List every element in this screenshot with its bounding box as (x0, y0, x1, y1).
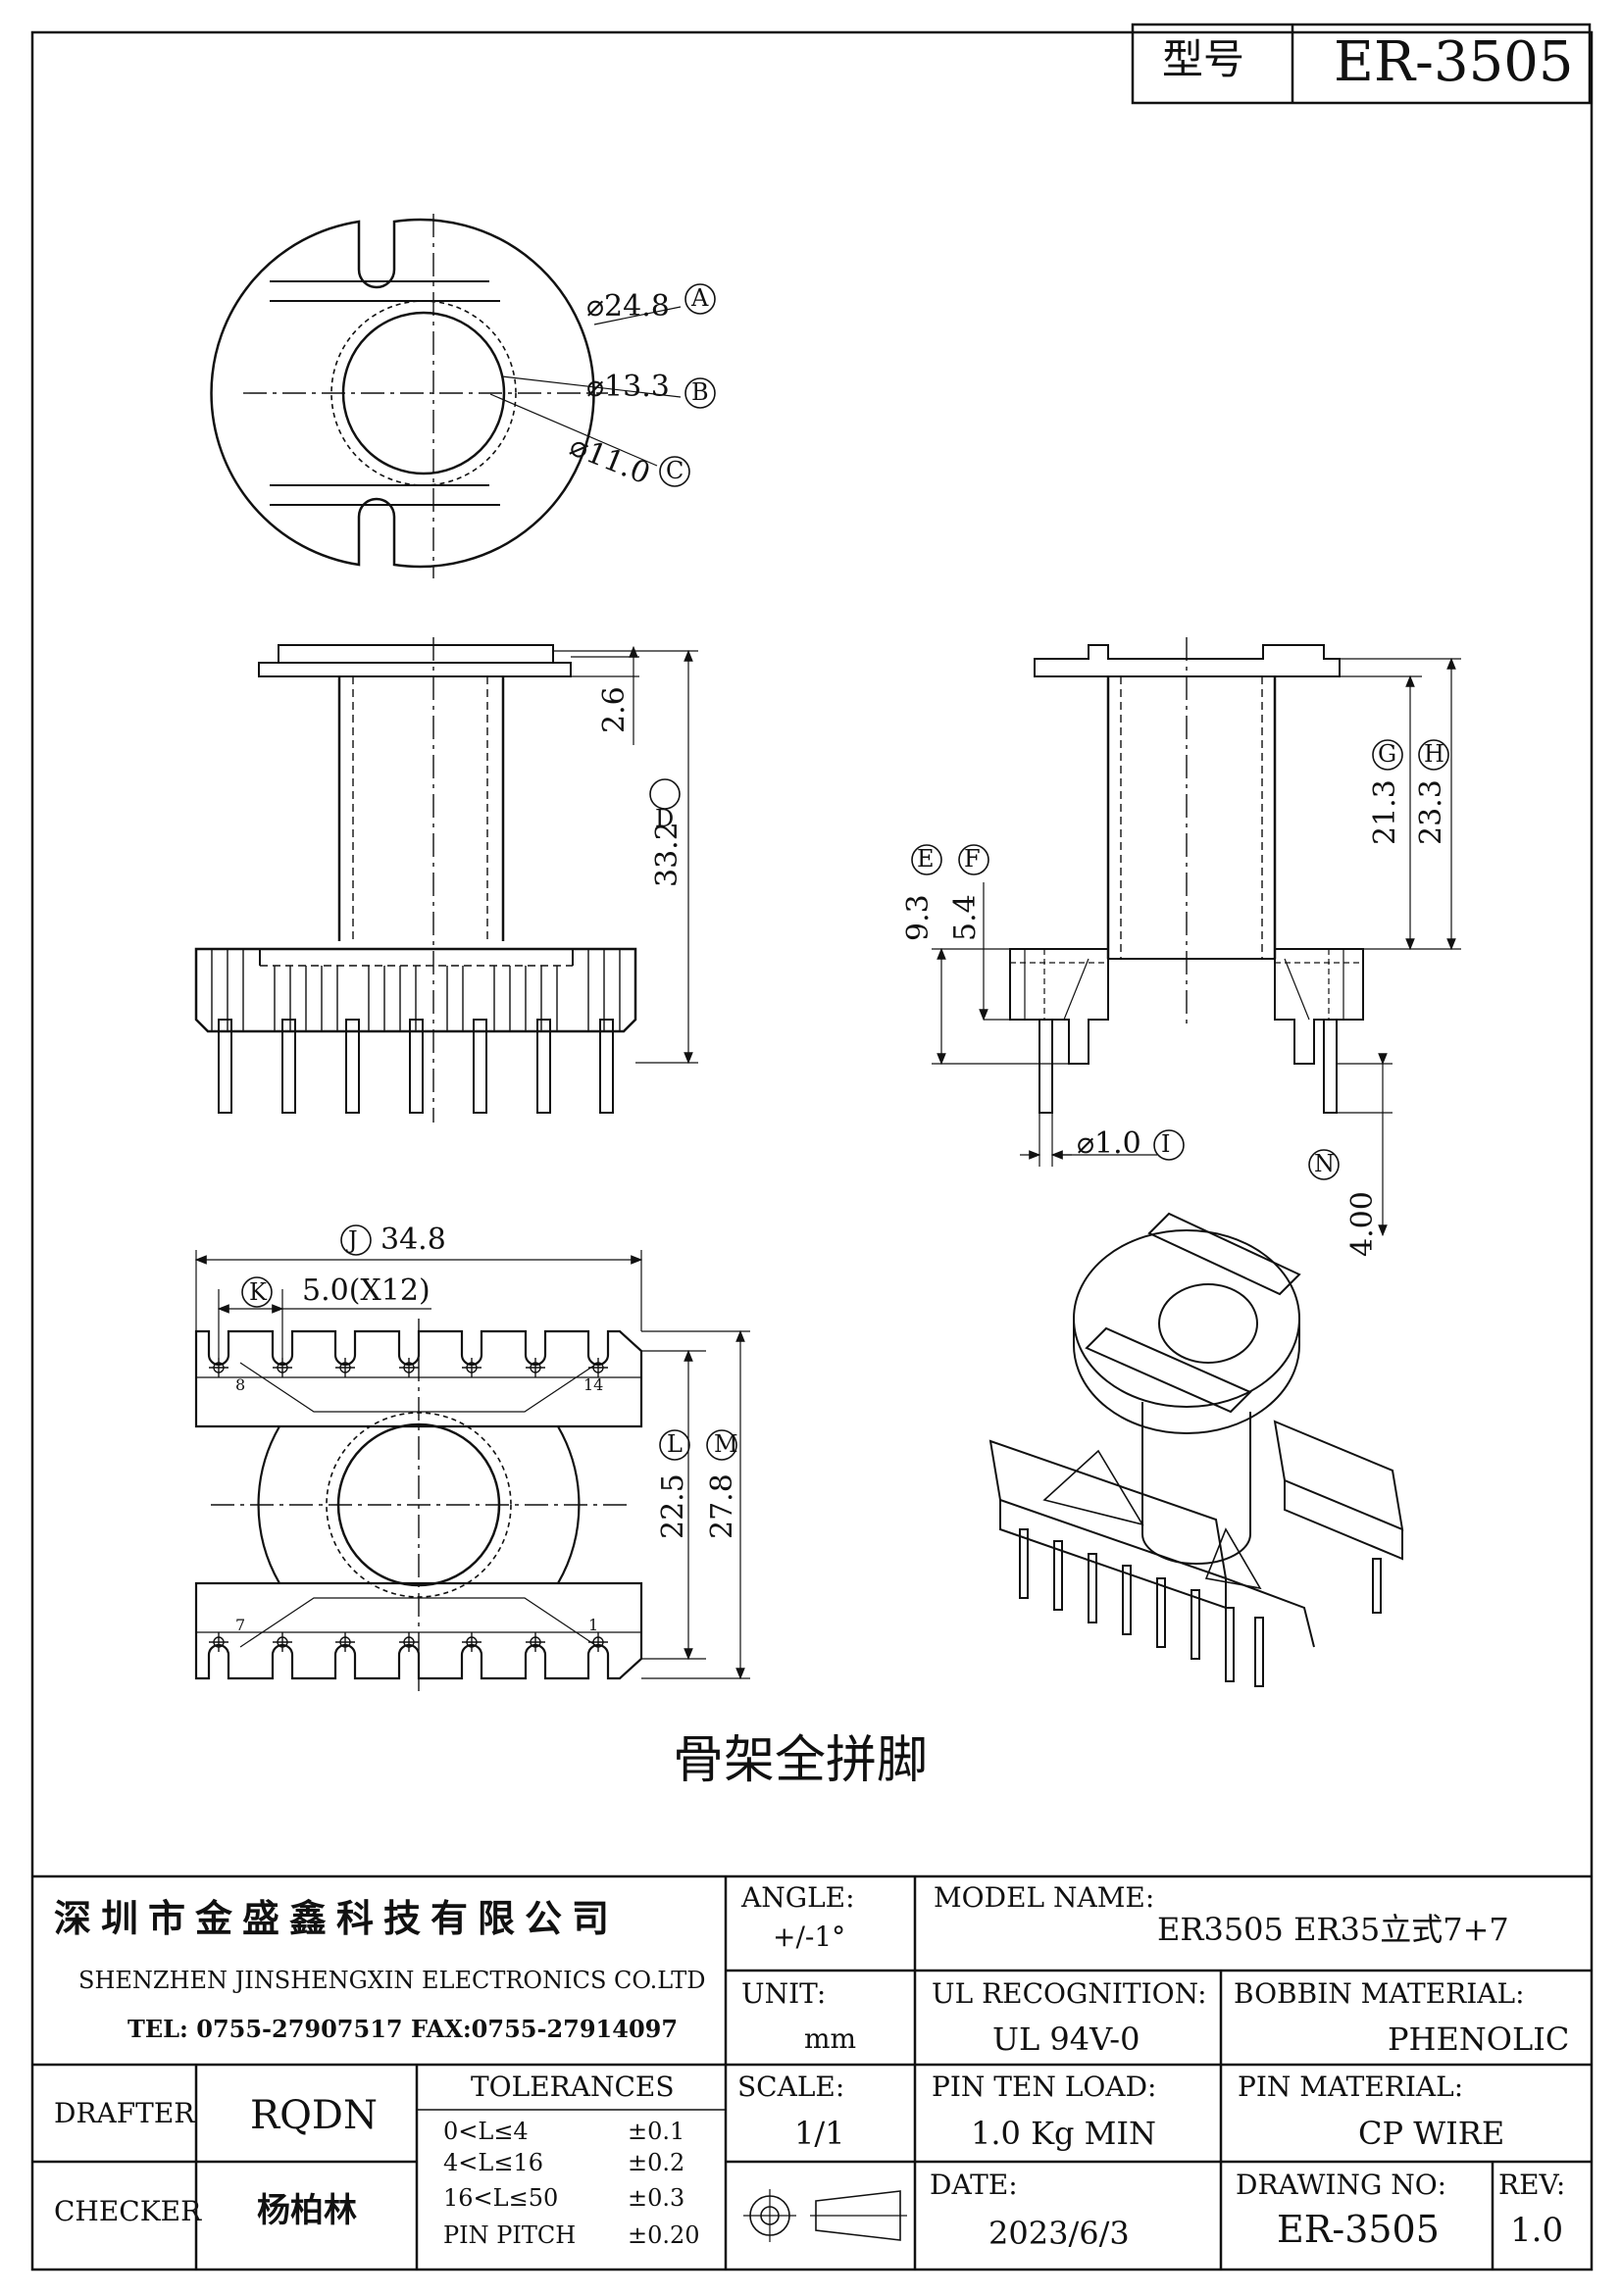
dim-value-22-5: 22.5 (656, 1473, 690, 1539)
dim-tag-n: N (1314, 1150, 1335, 1177)
tol-value-2: ±0.2 (628, 2149, 685, 2176)
bobbin-material-value: PHENOLIC (1388, 2021, 1570, 2058)
tol-range-2: 4<L≤16 (443, 2149, 543, 2176)
ul-label: UL RECOGNITION: (932, 1977, 1207, 2010)
dim-value-27-8: 27.8 (705, 1473, 739, 1539)
tol-range-pin-pitch: PIN PITCH (443, 2221, 577, 2249)
dim-tag-h: H (1424, 740, 1444, 768)
tol-value-pin-pitch: ±0.20 (628, 2221, 700, 2249)
dim-tag-a: A (691, 284, 709, 312)
dim-value-4-00: 4.00 (1345, 1191, 1380, 1257)
side-view (911, 637, 1461, 1237)
dim-tag-i: I (1161, 1130, 1171, 1158)
bottom-view (194, 1224, 750, 1691)
pin-label-14: 14 (583, 1375, 604, 1394)
company-name-en: SHENZHEN JINSHENGXIN ELECTRONICS CO.LTD (78, 1967, 706, 1994)
tol-range-3: 16<L≤50 (443, 2184, 559, 2212)
tol-value-1: ±0.1 (628, 2118, 685, 2145)
isometric-view (988, 1212, 1404, 1687)
front-view (194, 637, 698, 1123)
dim-tag-e: E (917, 845, 935, 873)
dim-tag-c: C (666, 457, 684, 484)
pin-ten-load-label: PIN TEN LOAD: (932, 2071, 1157, 2103)
dim-tag-m: M (714, 1430, 738, 1458)
pin-label-7: 7 (235, 1616, 246, 1634)
company-name-cn: 深圳市金盛鑫科技有限公司 (54, 1897, 620, 1940)
dim-value-23-3: 23.3 (1414, 779, 1448, 845)
model-number: ER-3505 (1334, 30, 1574, 94)
dim-value-b: ⌀13.3 (586, 370, 670, 404)
tol-range-1: 0<L≤4 (443, 2118, 529, 2145)
pin-material-value: CP WIRE (1358, 2115, 1505, 2152)
dim-value-9-3: 9.3 (901, 894, 936, 941)
date-label: DATE: (930, 2169, 1018, 2201)
dim-tag-b: B (691, 378, 709, 406)
drawing-no-label: DRAWING NO: (1236, 2169, 1447, 2201)
tolerances-label: TOLERANCES (471, 2071, 675, 2103)
rev-value: 1.0 (1510, 2211, 1564, 2250)
title-box-top (1131, 23, 1592, 105)
unit-label: UNIT: (741, 1977, 827, 2010)
angle-label: ANGLE: (741, 1881, 855, 1914)
pin-ten-load-value: 1.0 Kg MIN (971, 2115, 1157, 2152)
drawing-caption: 骨架全拼脚 (673, 1731, 929, 1790)
dim-tag-l: L (667, 1430, 683, 1458)
checker-value: 杨柏林 (257, 2191, 357, 2230)
drawing-no-value: ER-3505 (1277, 2208, 1440, 2251)
top-view (210, 214, 716, 578)
pin-material-label: PIN MATERIAL: (1238, 2071, 1464, 2103)
dim-tag-f: F (964, 845, 981, 873)
drafter-value: RQDN (250, 2093, 378, 2138)
sheet-border (30, 30, 1594, 2271)
drafter-label: DRAFTER (54, 2097, 195, 2129)
pin-label-8: 8 (235, 1375, 246, 1394)
scale-value: 1/1 (794, 2115, 845, 2152)
rev-label: REV: (1498, 2169, 1566, 2201)
dim-value-pin-dia: ⌀1.0 (1077, 1126, 1141, 1161)
dim-tag-d: D (655, 805, 675, 832)
scale-label: SCALE: (737, 2071, 845, 2103)
dim-value-a: ⌀24.8 (586, 289, 670, 324)
bobbin-material-label: BOBBIN MATERIAL: (1234, 1977, 1525, 2010)
dim-tag-g: G (1378, 740, 1397, 768)
pin-label-1: 1 (588, 1616, 599, 1634)
unit-value: mm (804, 2022, 857, 2055)
company-contact: TEL: 0755-27907517 FAX:0755-27914097 (127, 2015, 679, 2043)
dim-tag-j: J (348, 1226, 358, 1254)
date-value: 2023/6/3 (988, 2215, 1130, 2252)
checker-label: CHECKER (54, 2195, 202, 2227)
dim-value-21-3: 21.3 (1368, 779, 1402, 845)
dim-tag-k: K (249, 1278, 267, 1306)
model-label: 型号 (1162, 35, 1245, 83)
dim-value-5-4: 5.4 (948, 894, 983, 941)
angle-value: +/-1° (773, 1921, 846, 1953)
title-block-grid (32, 1874, 1592, 2270)
model-name-label: MODEL NAME: (934, 1881, 1155, 1914)
dim-value-2-6: 2.6 (597, 686, 632, 733)
dim-value-33-2: 33.2 (650, 822, 684, 887)
tol-value-3: ±0.3 (628, 2184, 685, 2212)
ul-value: UL 94V-0 (992, 2021, 1140, 2058)
model-name-value: ER3505 ER35立式7+7 (1157, 1911, 1509, 1948)
dim-value-34-8: 34.8 (380, 1223, 446, 1257)
dim-value-pitch: 5.0(X12) (302, 1273, 431, 1308)
